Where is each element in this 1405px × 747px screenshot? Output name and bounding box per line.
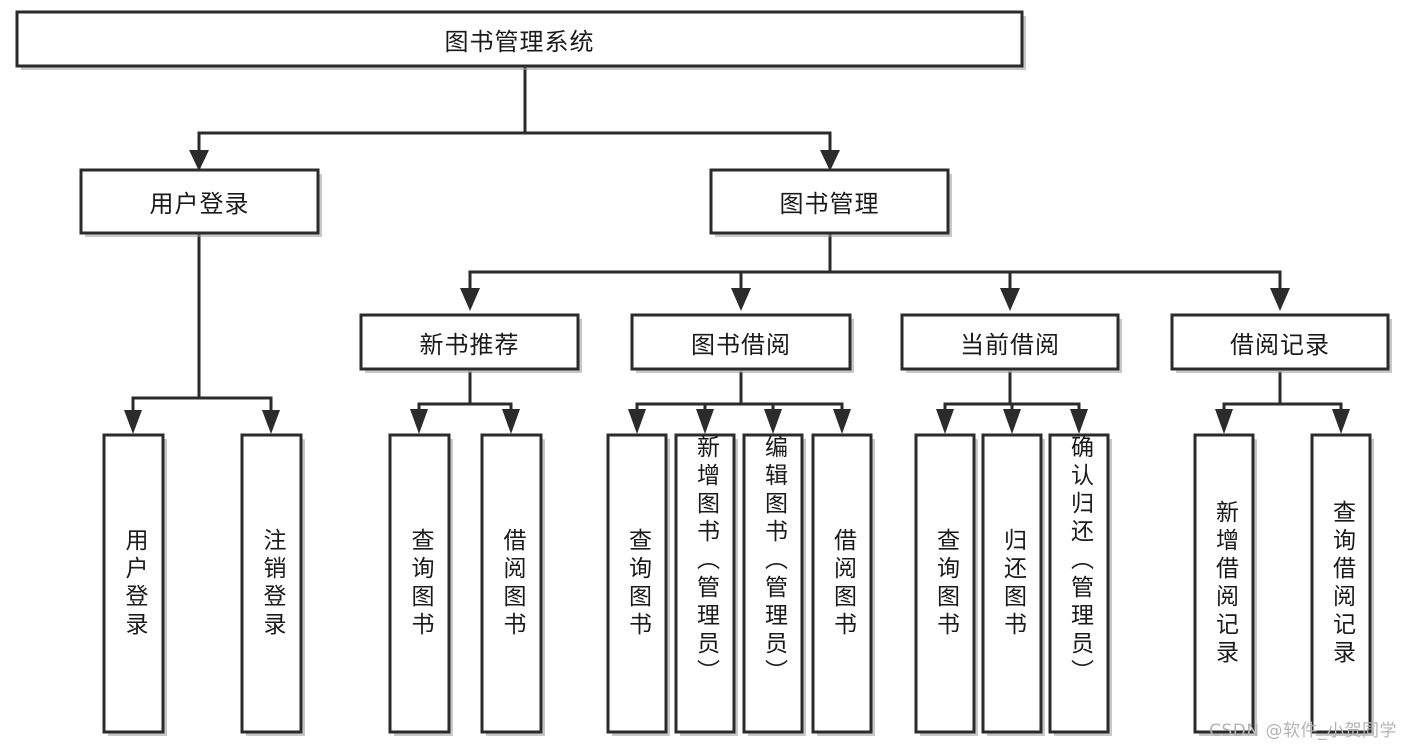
node-box-leaf-confirm-return[interactable] [1048,433,1110,734]
connector-root-to-level2 [197,64,832,162]
arrow-head-book-borrow [731,288,751,311]
arrow-head-leaf-edit-book [764,409,782,434]
connector-layer [124,64,1350,434]
node-box-leaf-add-book[interactable] [674,433,736,734]
node-box-current-borrow[interactable] [900,313,1120,371]
arrow-head-leaf-add-record [1215,409,1233,434]
connector-newbook-to-leaves [417,371,513,420]
node-box-leaf-user-logout[interactable] [240,433,303,734]
node-box-leaf-add-record[interactable] [1193,433,1255,734]
node-box-book-borrow[interactable] [630,313,852,371]
arrow-head-leaf-query-record [1332,409,1350,434]
node-box-leaf-query-book-1[interactable] [388,433,451,734]
arrow-head-leaf-add-book [696,409,714,434]
node-box-leaf-return-book[interactable] [981,433,1043,734]
arrow-head-book-management [820,150,840,171]
node-box-leaf-query-book-3[interactable] [914,433,976,734]
arrow-head-leaf-query-book-1 [410,409,428,434]
node-box-root[interactable] [15,10,1024,68]
arrow-head-leaf-query-book-3 [936,409,954,434]
arrow-head-leaf-borrow-book-2 [833,409,851,434]
arrow-head-borrow-record [1270,288,1290,311]
node-box-leaf-borrow-book-2[interactable] [811,433,873,734]
arrow-head-current-borrow [1000,288,1020,311]
arrow-head-leaf-user-logout [262,410,280,434]
node-box-borrow-record[interactable] [1170,313,1390,371]
arrow-head-leaf-confirm-return [1070,409,1088,434]
connector-borrowrecord-to-leaves [1222,371,1343,420]
arrow-head-leaf-borrow-book-1 [502,409,520,434]
connector-bookborrow-to-leaves [635,371,844,420]
arrow-head-leaf-query-book-2 [628,409,646,434]
arrow-head-new-book-recommend [460,288,480,311]
connector-userlogin-to-leaves [131,231,273,422]
arrow-head-leaf-user-login [124,410,142,434]
node-box-leaf-query-record[interactable] [1310,433,1372,734]
watermark-text: CSDN @软件_小贺同学 [1209,721,1397,741]
node-box-user-login[interactable] [79,168,320,235]
node-box-new-book-recommend[interactable] [359,313,580,371]
node-box-book-management[interactable] [709,168,950,235]
arrow-head-leaf-return-book [1003,409,1021,434]
node-box-leaf-borrow-book-1[interactable] [480,433,543,734]
node-box-leaf-edit-book[interactable] [742,433,804,734]
arrow-head-user-login [189,150,209,171]
connector-bookmgmt-to-level3 [468,231,1282,298]
node-box-leaf-query-book-2[interactable] [606,433,668,734]
node-layer [15,10,1392,736]
node-box-leaf-user-login[interactable] [102,433,165,734]
